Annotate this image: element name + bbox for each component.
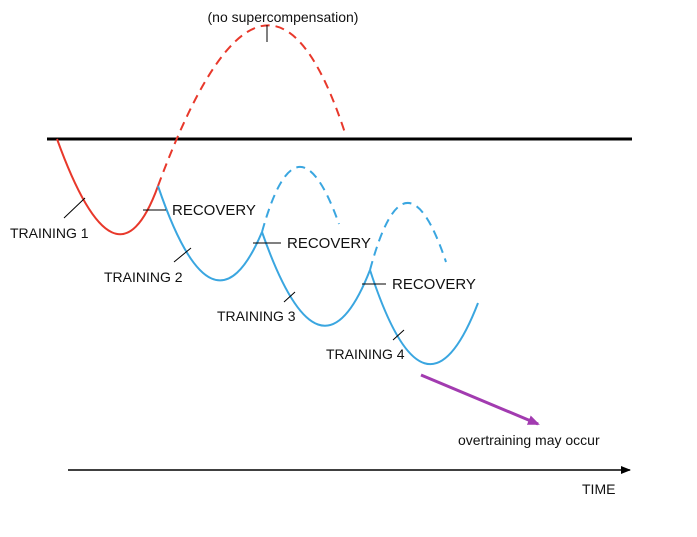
no-supercompensation-curve [157,24,347,187]
recovery-3-label: RECOVERY [392,276,476,293]
top-note-label: (no supercompensation) [208,9,359,25]
training-3-label: TRAINING 3 [217,308,296,324]
overtraining-label: overtraining may occur [458,432,600,448]
recovery-2-label: RECOVERY [287,235,371,252]
training-4-curve [369,269,479,366]
recovery-3-dashed-curve [369,202,447,271]
leader-training-2 [173,247,192,263]
training-1-label: TRAINING 1 [10,225,89,241]
training-2-label: TRAINING 2 [104,269,183,285]
training-4-label: TRAINING 4 [326,346,405,362]
overtraining-arrow [420,373,540,426]
training-1-curve [56,138,159,236]
leader-training-1 [63,197,86,219]
recovery-2-dashed-curve [261,166,340,233]
training-2-curve [157,185,263,282]
recovery-1-label: RECOVERY [172,202,256,219]
time-axis-label: TIME [582,481,615,497]
leader-training-3 [283,291,296,303]
training-3-curve [261,231,371,327]
leader-training-4 [392,329,405,341]
